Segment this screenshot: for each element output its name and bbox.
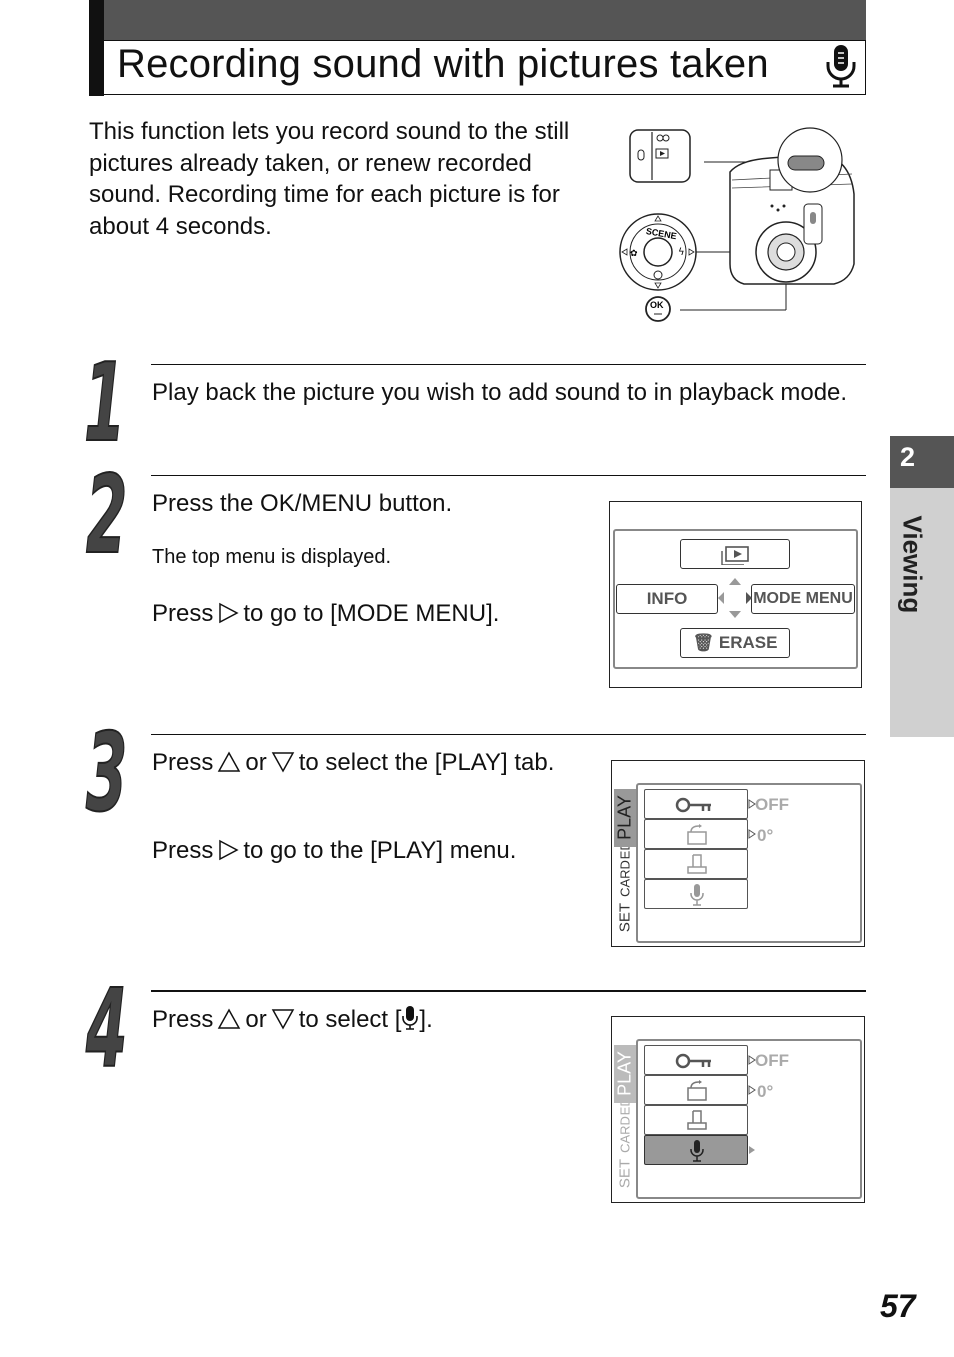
page-number: 57 (880, 1288, 916, 1324)
menu-item-protect[interactable] (644, 1045, 748, 1075)
camera-body-icon (729, 127, 855, 285)
tab-strip: SET CARD EDIT PLAY (614, 1045, 636, 1195)
menu-item-rotate[interactable] (644, 819, 748, 849)
play-menu-screen-sound-selected: SET CARD EDIT PLAY OFF 0° (611, 1016, 865, 1203)
playback-button[interactable] (680, 539, 790, 569)
key-icon (675, 797, 711, 813)
arrow-pad-icon: SCENE ϟ ✿ (619, 213, 697, 291)
microphone-icon (690, 884, 704, 906)
step-number: 4 (85, 967, 128, 1092)
rotate-icon (687, 824, 707, 845)
rotate-value: 0° (757, 826, 774, 845)
tab-play-active[interactable]: PLAY (614, 1045, 636, 1103)
menu-item-sound[interactable] (644, 879, 748, 909)
down-arrow-icon (271, 1009, 294, 1030)
step-divider (151, 475, 866, 476)
tab-play: PLAY (614, 1051, 635, 1096)
chapter-tab-body (890, 488, 954, 737)
tab-play: PLAY (614, 795, 635, 840)
mode-menu-button[interactable]: MODE MENU (751, 584, 855, 614)
page-title: Recording sound with pictures taken (117, 42, 769, 86)
step-text: Play back the picture you wish to add so… (152, 379, 848, 406)
step-divider (151, 734, 866, 735)
microphone-icon (402, 1006, 419, 1030)
up-arrow-icon (218, 1008, 241, 1029)
menu-item-sound-selected[interactable] (644, 1135, 748, 1165)
chapter-tab (890, 436, 954, 488)
right-pointer-icon (748, 1055, 756, 1065)
step-divider (151, 990, 866, 992)
up-arrow-icon (218, 751, 241, 772)
camera-illustration: SCENE ϟ ✿ OK (619, 127, 855, 322)
top-menu-screen: INFO MODE MENU 🗑 ERASE (609, 501, 862, 688)
print-order-icon (687, 1110, 707, 1130)
right-arrow-icon (219, 839, 239, 861)
svg-text:ϟ: ϟ (678, 247, 685, 258)
ok-button-icon: OK (645, 296, 671, 322)
menu-item-protect[interactable] (644, 789, 748, 819)
right-pointer-icon (748, 829, 756, 839)
arrow-pad-indicator-icon (718, 578, 752, 618)
menu-item-print[interactable] (644, 849, 748, 879)
step-divider (151, 364, 866, 365)
microphone-icon (826, 45, 856, 88)
chapter-label: Viewing (897, 515, 928, 614)
menu-item-print[interactable] (644, 1105, 748, 1135)
intro-paragraph: This function lets you record sound to t… (89, 118, 570, 240)
right-arrow-icon (219, 602, 239, 624)
step-number: 3 (85, 711, 128, 836)
play-menu-screen: SET CARD EDIT PLAY OFF 0° (611, 760, 865, 947)
tab-strip: SET CARD EDIT PLAY (614, 789, 636, 939)
protect-value: OFF (755, 795, 789, 814)
right-pointer-icon (748, 1085, 756, 1095)
erase-label: ERASE (718, 633, 778, 652)
print-order-icon (687, 854, 707, 874)
header-bar (89, 0, 866, 40)
rotate-icon (687, 1080, 707, 1101)
menu-item-rotate[interactable] (644, 1075, 748, 1105)
header-accent (89, 0, 104, 96)
step-note: The top menu is displayed. (152, 546, 392, 568)
protect-value: OFF (755, 1051, 789, 1070)
mode-switch-icon (629, 129, 691, 183)
svg-text:✿: ✿ (630, 249, 638, 259)
tab-play-active[interactable]: PLAY (614, 789, 636, 847)
down-arrow-icon (271, 752, 294, 773)
info-button[interactable]: INFO (616, 584, 718, 614)
step-text: Press the OK/MENU button. (152, 490, 453, 517)
step-number: 1 (83, 341, 126, 466)
key-icon (675, 1053, 711, 1069)
header-box (104, 40, 866, 95)
svg-text:OK: OK (650, 300, 664, 310)
rotate-value: 0° (757, 1082, 774, 1101)
erase-button[interactable]: 🗑 ERASE (680, 628, 790, 658)
microphone-icon (690, 1140, 704, 1162)
trash-icon: 🗑 (692, 633, 715, 653)
right-pointer-icon (748, 799, 756, 809)
chapter-number: 2 (900, 442, 916, 472)
playback-icon (721, 546, 749, 566)
right-pointer-icon (749, 1146, 755, 1154)
step-number: 2 (85, 453, 128, 578)
